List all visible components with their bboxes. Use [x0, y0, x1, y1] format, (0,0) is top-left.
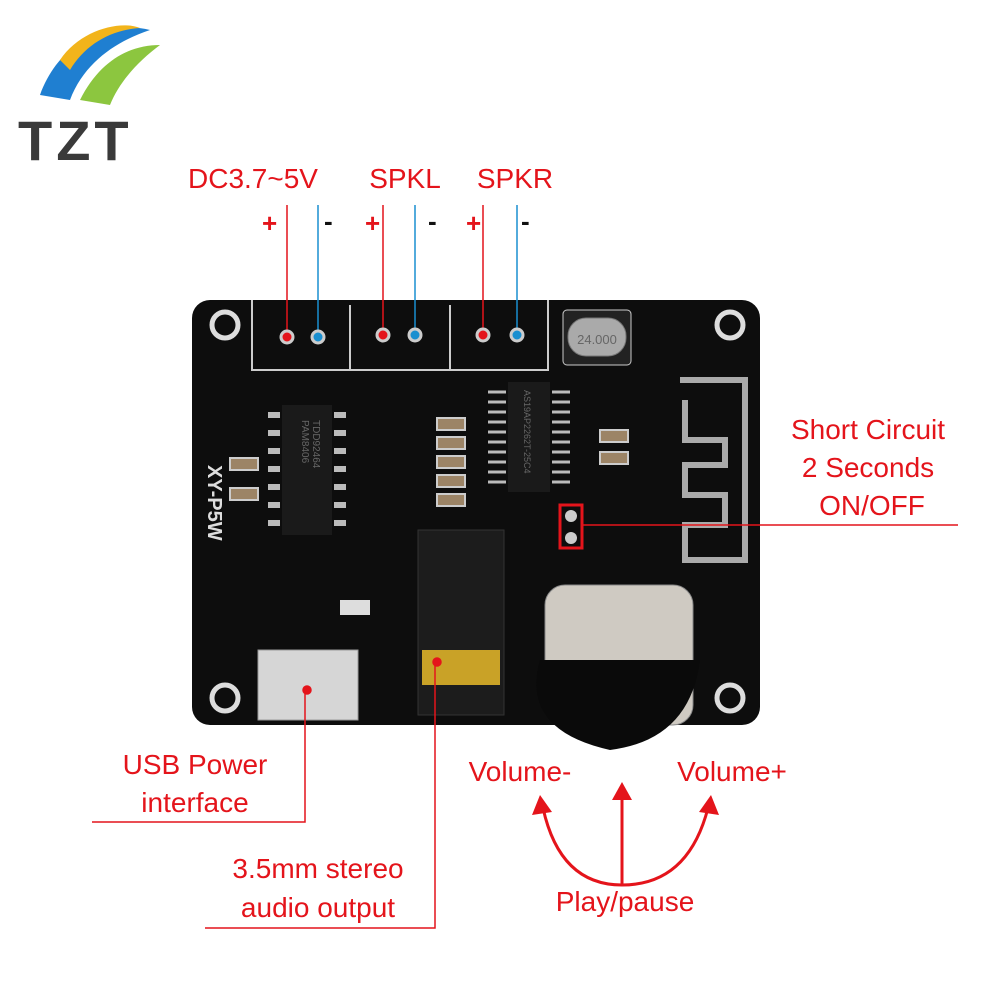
label-spkl: SPKL	[369, 163, 441, 194]
label-volume-minus: Volume-	[468, 756, 572, 787]
amp-chip-marking-2: TDD92464	[310, 420, 321, 469]
arrow-volume-plus-icon	[699, 795, 719, 815]
pin-spkl-negative	[407, 327, 423, 343]
short-circuit-pads-highlight	[558, 503, 584, 550]
amp-chip-marking: PAM8406	[299, 420, 310, 464]
usb-label-line-1: USB Power	[122, 749, 268, 780]
label-power: DC3.7~5V	[188, 163, 318, 194]
logo-mark	[40, 25, 160, 105]
usb-label-line-2: interface	[141, 787, 249, 818]
pin-spkr-negative	[509, 327, 525, 343]
mount-hole	[209, 309, 241, 341]
short-circuit-line-3: ON/OFF	[819, 490, 925, 521]
short-circuit-line-1: Short Circuit	[790, 414, 946, 445]
pcb-board: 24.000 XY-P5W	[192, 300, 760, 750]
label-play-pause: Play/pause	[555, 886, 695, 917]
mount-hole	[714, 682, 746, 714]
power-minus-sign: -	[324, 206, 333, 236]
pin-spkl-positive	[375, 327, 391, 343]
spkl-plus-sign: +	[365, 208, 381, 238]
control-arrows	[541, 795, 710, 887]
callout-lines	[92, 524, 958, 929]
pin-spkr-positive	[475, 327, 491, 343]
pin-power-negative	[310, 329, 326, 345]
mount-hole	[209, 682, 241, 714]
arrow-volume-minus-icon	[532, 795, 552, 815]
short-circuit-line-2: 2 Seconds	[801, 452, 935, 483]
crystal-label: 24.000	[577, 332, 617, 347]
pin-power-positive	[279, 329, 295, 345]
pin-leader-lines	[286, 205, 518, 337]
spkl-minus-sign: -	[428, 206, 437, 236]
power-plus-sign: +	[262, 208, 278, 238]
arrow-play-pause-icon	[612, 782, 632, 800]
mount-hole	[714, 309, 746, 341]
audio-label-line-1: 3.5mm stereo	[232, 853, 404, 884]
label-volume-plus: Volume+	[677, 756, 787, 787]
spkr-minus-sign: -	[521, 206, 530, 236]
logo-text: TZT	[18, 109, 133, 172]
spkr-plus-sign: +	[466, 208, 482, 238]
bt-chip-marking: AS19AP2262T-25C4	[522, 390, 532, 474]
board-model-silkscreen: XY-P5W	[203, 465, 225, 541]
label-spkr: SPKR	[476, 163, 554, 194]
audio-label-line-2: audio output	[240, 892, 396, 923]
